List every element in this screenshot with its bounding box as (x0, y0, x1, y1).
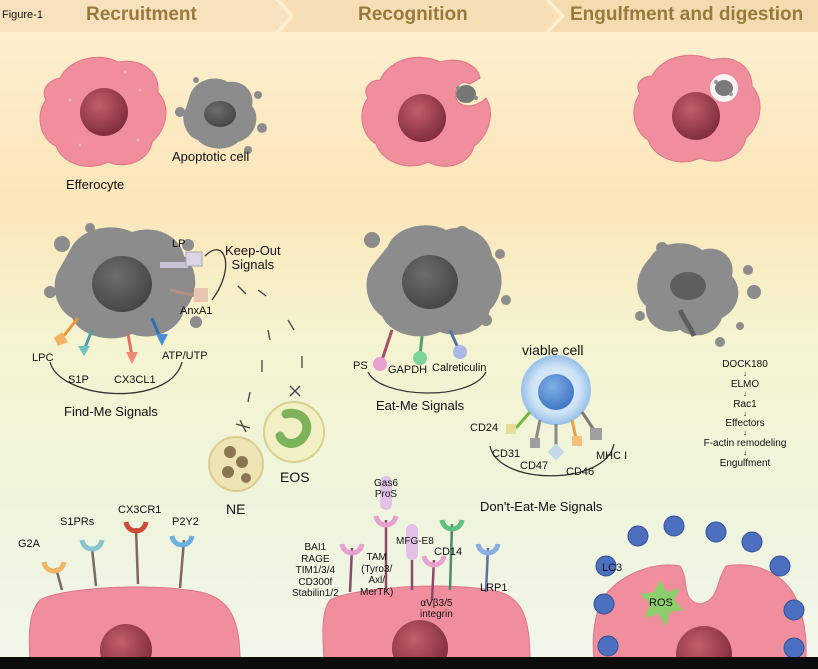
pathway-step: ELMO (730, 378, 760, 390)
pathway-step: DOCK180 (722, 359, 768, 370)
cd14-label: CD14 (434, 546, 463, 558)
figure-label: Figure-1 (2, 9, 43, 21)
bottom-border (0, 657, 818, 669)
cd47-label: CD47 (520, 460, 549, 472)
g2a-label: G2A (18, 538, 41, 550)
viable-cell-label: viable cell (522, 342, 584, 358)
stage-title-recruitment: Recruitment (86, 4, 197, 25)
lpc-label: LPC (32, 352, 54, 364)
cx3cl1-label: CX3CL1 (114, 374, 156, 386)
integrin-label: αVβ3/5 integrin (420, 598, 453, 620)
pathway-step: Effectors (725, 418, 765, 430)
lrp1-label: LRP1 (480, 582, 508, 594)
apoptotic-cell-recruitment (44, 223, 227, 395)
bai1-group-label: BAI1 RAGE TIM1/3/4 CD300f Stabilin1/2 (292, 542, 339, 599)
migration-paths (235, 285, 303, 433)
ne-label: NE (226, 501, 246, 517)
eos-label: EOS (280, 469, 310, 485)
efferocyte-engulfing-recognition (361, 56, 491, 167)
stage-header-arrows (0, 0, 818, 32)
pathway-step: Engulfment (719, 457, 771, 469)
cd31-label: CD31 (492, 448, 521, 460)
pathway-arrow-icon: ↓ (743, 448, 747, 458)
pathway-step: Rac1 (733, 398, 757, 410)
pathway-arrow-icon: ↓ (743, 408, 747, 418)
pathway-arrow-icon: ↓ (743, 388, 747, 398)
neutrophil (208, 436, 264, 492)
cx3cr1-label: CX3CR1 (118, 504, 162, 516)
ros-label: ROS (649, 597, 673, 609)
pathway-arrow-icon: ↓ (743, 428, 747, 438)
efferocyte-bottom-engulfment (592, 515, 807, 669)
dont-eat-me-signals-label: Don't-Eat-Me Signals (480, 499, 603, 514)
apoptotic-cell-label: Apoptotic cell (172, 149, 250, 164)
gas6-pros-label: Gas6 ProS (374, 478, 398, 500)
stage-title-engulfment: Engulfment and digestion (570, 4, 804, 25)
tam-label: TAM (Tyro3/ Axl/ MerTK) (360, 552, 394, 598)
efferocyte-phagosome (633, 54, 761, 163)
s1p-label: S1P (68, 374, 89, 386)
pathway-step: F-actin remodeling (703, 438, 787, 450)
pathway-arrow-icon: ↓ (743, 369, 747, 378)
ps-label: PS (353, 360, 368, 372)
fragmented-apoptotic-cell (635, 242, 761, 347)
mhc1-label: MHC I (596, 450, 628, 462)
efferocyte-bottom-recognition (322, 476, 531, 669)
atp-utp-label: ATP/UTP (162, 350, 208, 362)
cd24-label: CD24 (470, 422, 499, 434)
find-me-signals-label: Find-Me Signals (64, 404, 158, 419)
engulfment-pathway: DOCK180 ↓ ELMO ↓ Rac1 ↓ Effectors ↓ F-ac… (690, 359, 800, 469)
lp-label: LP (172, 238, 186, 250)
eat-me-signals-label: Eat-Me Signals (376, 398, 465, 413)
eosinophil (263, 401, 325, 463)
apoptotic-cell-top (175, 77, 267, 154)
calreticulin-label: Calreticulin (432, 362, 487, 374)
efferocyte-label: Efferocyte (66, 177, 125, 192)
efferocyte-cell (39, 56, 167, 167)
p2y2-label: P2Y2 (172, 516, 199, 528)
mfg-e8-label: MFG-E8 (396, 536, 434, 547)
gapdh-label: GAPDH (388, 364, 428, 376)
s1prs-label: S1PRs (60, 516, 95, 528)
keep-out-signals-label: Keep-Out Signals (225, 243, 281, 273)
apoptotic-cell-recognition (364, 225, 511, 394)
viable-cell (489, 355, 615, 477)
anxa1-label: AnxA1 (180, 305, 213, 317)
stage-title-recognition: Recognition (358, 4, 468, 25)
lc3-label: LC3 (602, 562, 623, 574)
cd46-label: CD46 (566, 466, 595, 478)
